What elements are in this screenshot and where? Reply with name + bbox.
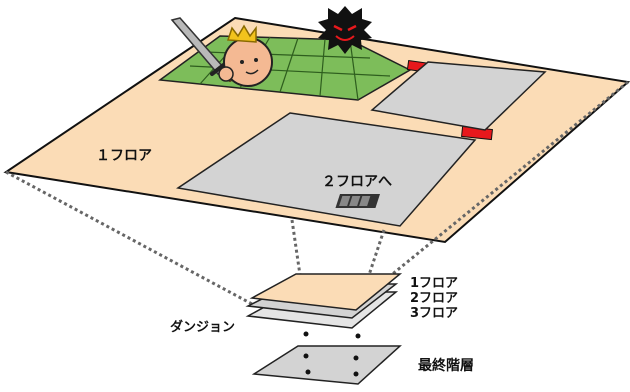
stack-label-floor1: 1フロア bbox=[410, 276, 458, 291]
stack-label-floor2: 2フロア bbox=[410, 291, 458, 306]
enemy-spiky-icon bbox=[318, 6, 372, 54]
final-floor-label: 最終階層 bbox=[418, 357, 474, 374]
stack-layer-1 bbox=[249, 273, 403, 311]
floor1-map-label: １フロア bbox=[96, 148, 152, 164]
final-floor-plane bbox=[251, 345, 402, 385]
projection-lines bbox=[5, 80, 629, 306]
stack-label-floor3: 3フロア bbox=[410, 306, 458, 321]
crown-icon bbox=[226, 24, 257, 43]
stairs-icon bbox=[335, 194, 380, 208]
to-floor2-label: ２フロアへ bbox=[322, 174, 392, 190]
ellipsis-dots bbox=[303, 331, 361, 339]
final-floor-dots bbox=[303, 353, 359, 377]
player-head-icon bbox=[218, 37, 273, 87]
room-upper-right bbox=[370, 61, 547, 131]
dungeon-label: ダンジョン bbox=[170, 319, 235, 335]
room-large bbox=[176, 112, 477, 227]
